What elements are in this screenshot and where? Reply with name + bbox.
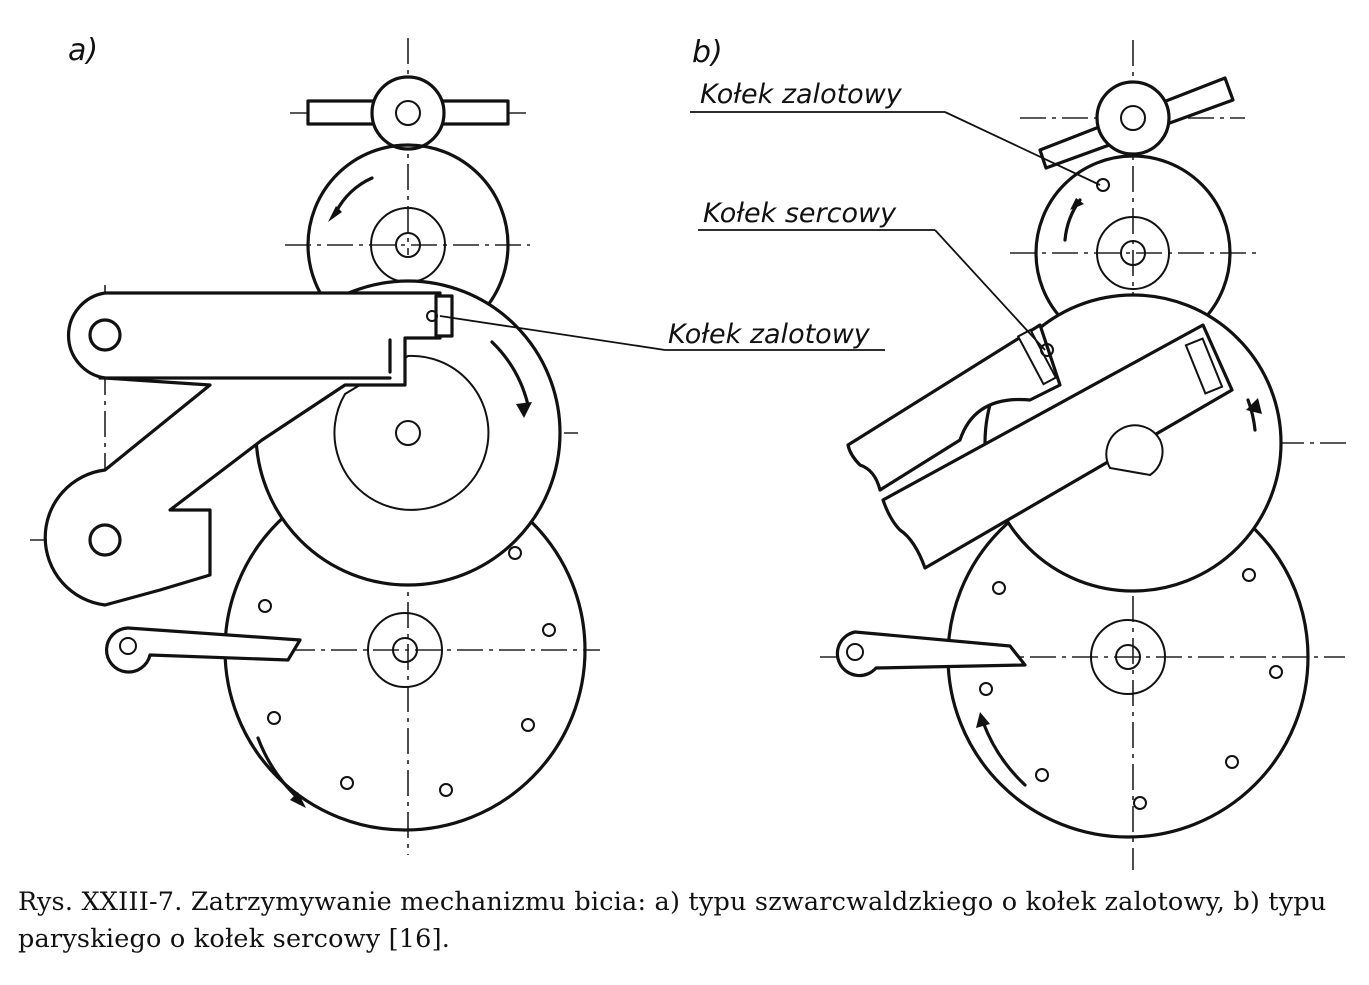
- count-wheel-hub: [1090, 619, 1166, 695]
- count-wheel-pins: [258, 546, 556, 797]
- fly-axle: [395, 100, 421, 126]
- arrow-head: [1070, 198, 1084, 210]
- arrow-head: [1246, 398, 1262, 414]
- panel-a: a): [30, 33, 885, 855]
- warning-wheel-axle: [1120, 240, 1146, 266]
- rotation-arrow: [1246, 398, 1257, 432]
- locking-wheel-axle: [395, 420, 421, 446]
- cam-hub: [333, 354, 490, 511]
- hammer-arm: [835, 630, 1027, 678]
- hammer-pivot: [846, 643, 864, 661]
- fly-pinion: [370, 75, 446, 151]
- lever-slot: [1184, 337, 1224, 395]
- pin-marker: [1040, 343, 1054, 357]
- arrow-head: [976, 712, 990, 728]
- warning-wheel-axle: [395, 232, 421, 258]
- locking-lever: [43, 291, 442, 607]
- count-wheel-hub: [367, 612, 443, 688]
- label-pin-a: Kołek zalotowy: [668, 319, 871, 350]
- lower-lever: [881, 323, 1234, 570]
- pin-marker: [426, 310, 438, 322]
- panel-b: b): [690, 35, 1350, 870]
- upper-lever: [846, 323, 1062, 492]
- arrow-head: [290, 792, 306, 808]
- lever-pivot: [88, 318, 122, 352]
- arrow-head: [516, 402, 532, 418]
- fly-pinion: [1095, 80, 1171, 156]
- panel-a-letter: a): [68, 33, 98, 68]
- panel-b-letter: b): [692, 35, 723, 70]
- label-pin-heart-b: Kołek sercowy: [703, 198, 897, 229]
- rotation-arrow: [981, 720, 1027, 787]
- pin-marker: [1096, 178, 1110, 192]
- heart-cam: [1105, 424, 1164, 477]
- rotation-arrow: [490, 340, 530, 407]
- figure-caption: Rys. XXIII-7. Zatrzymywanie mechanizmu b…: [18, 887, 1327, 954]
- rotation-arrow: [334, 176, 374, 214]
- label-pin-top-b: Kołek zalotowy: [700, 79, 903, 110]
- warning-wheel-hub: [1096, 216, 1170, 290]
- hammer-pivot: [119, 637, 137, 655]
- pin-leader: [944, 111, 1101, 186]
- count-wheel-axle: [1115, 644, 1141, 670]
- arrow-head: [328, 206, 342, 222]
- fly-axle: [1120, 105, 1146, 131]
- heart-pin-leader: [934, 229, 1046, 351]
- pin-leader: [439, 315, 666, 351]
- lower-pivot: [88, 523, 122, 557]
- hammer-arm: [104, 626, 302, 674]
- count-wheel-axle: [392, 637, 418, 663]
